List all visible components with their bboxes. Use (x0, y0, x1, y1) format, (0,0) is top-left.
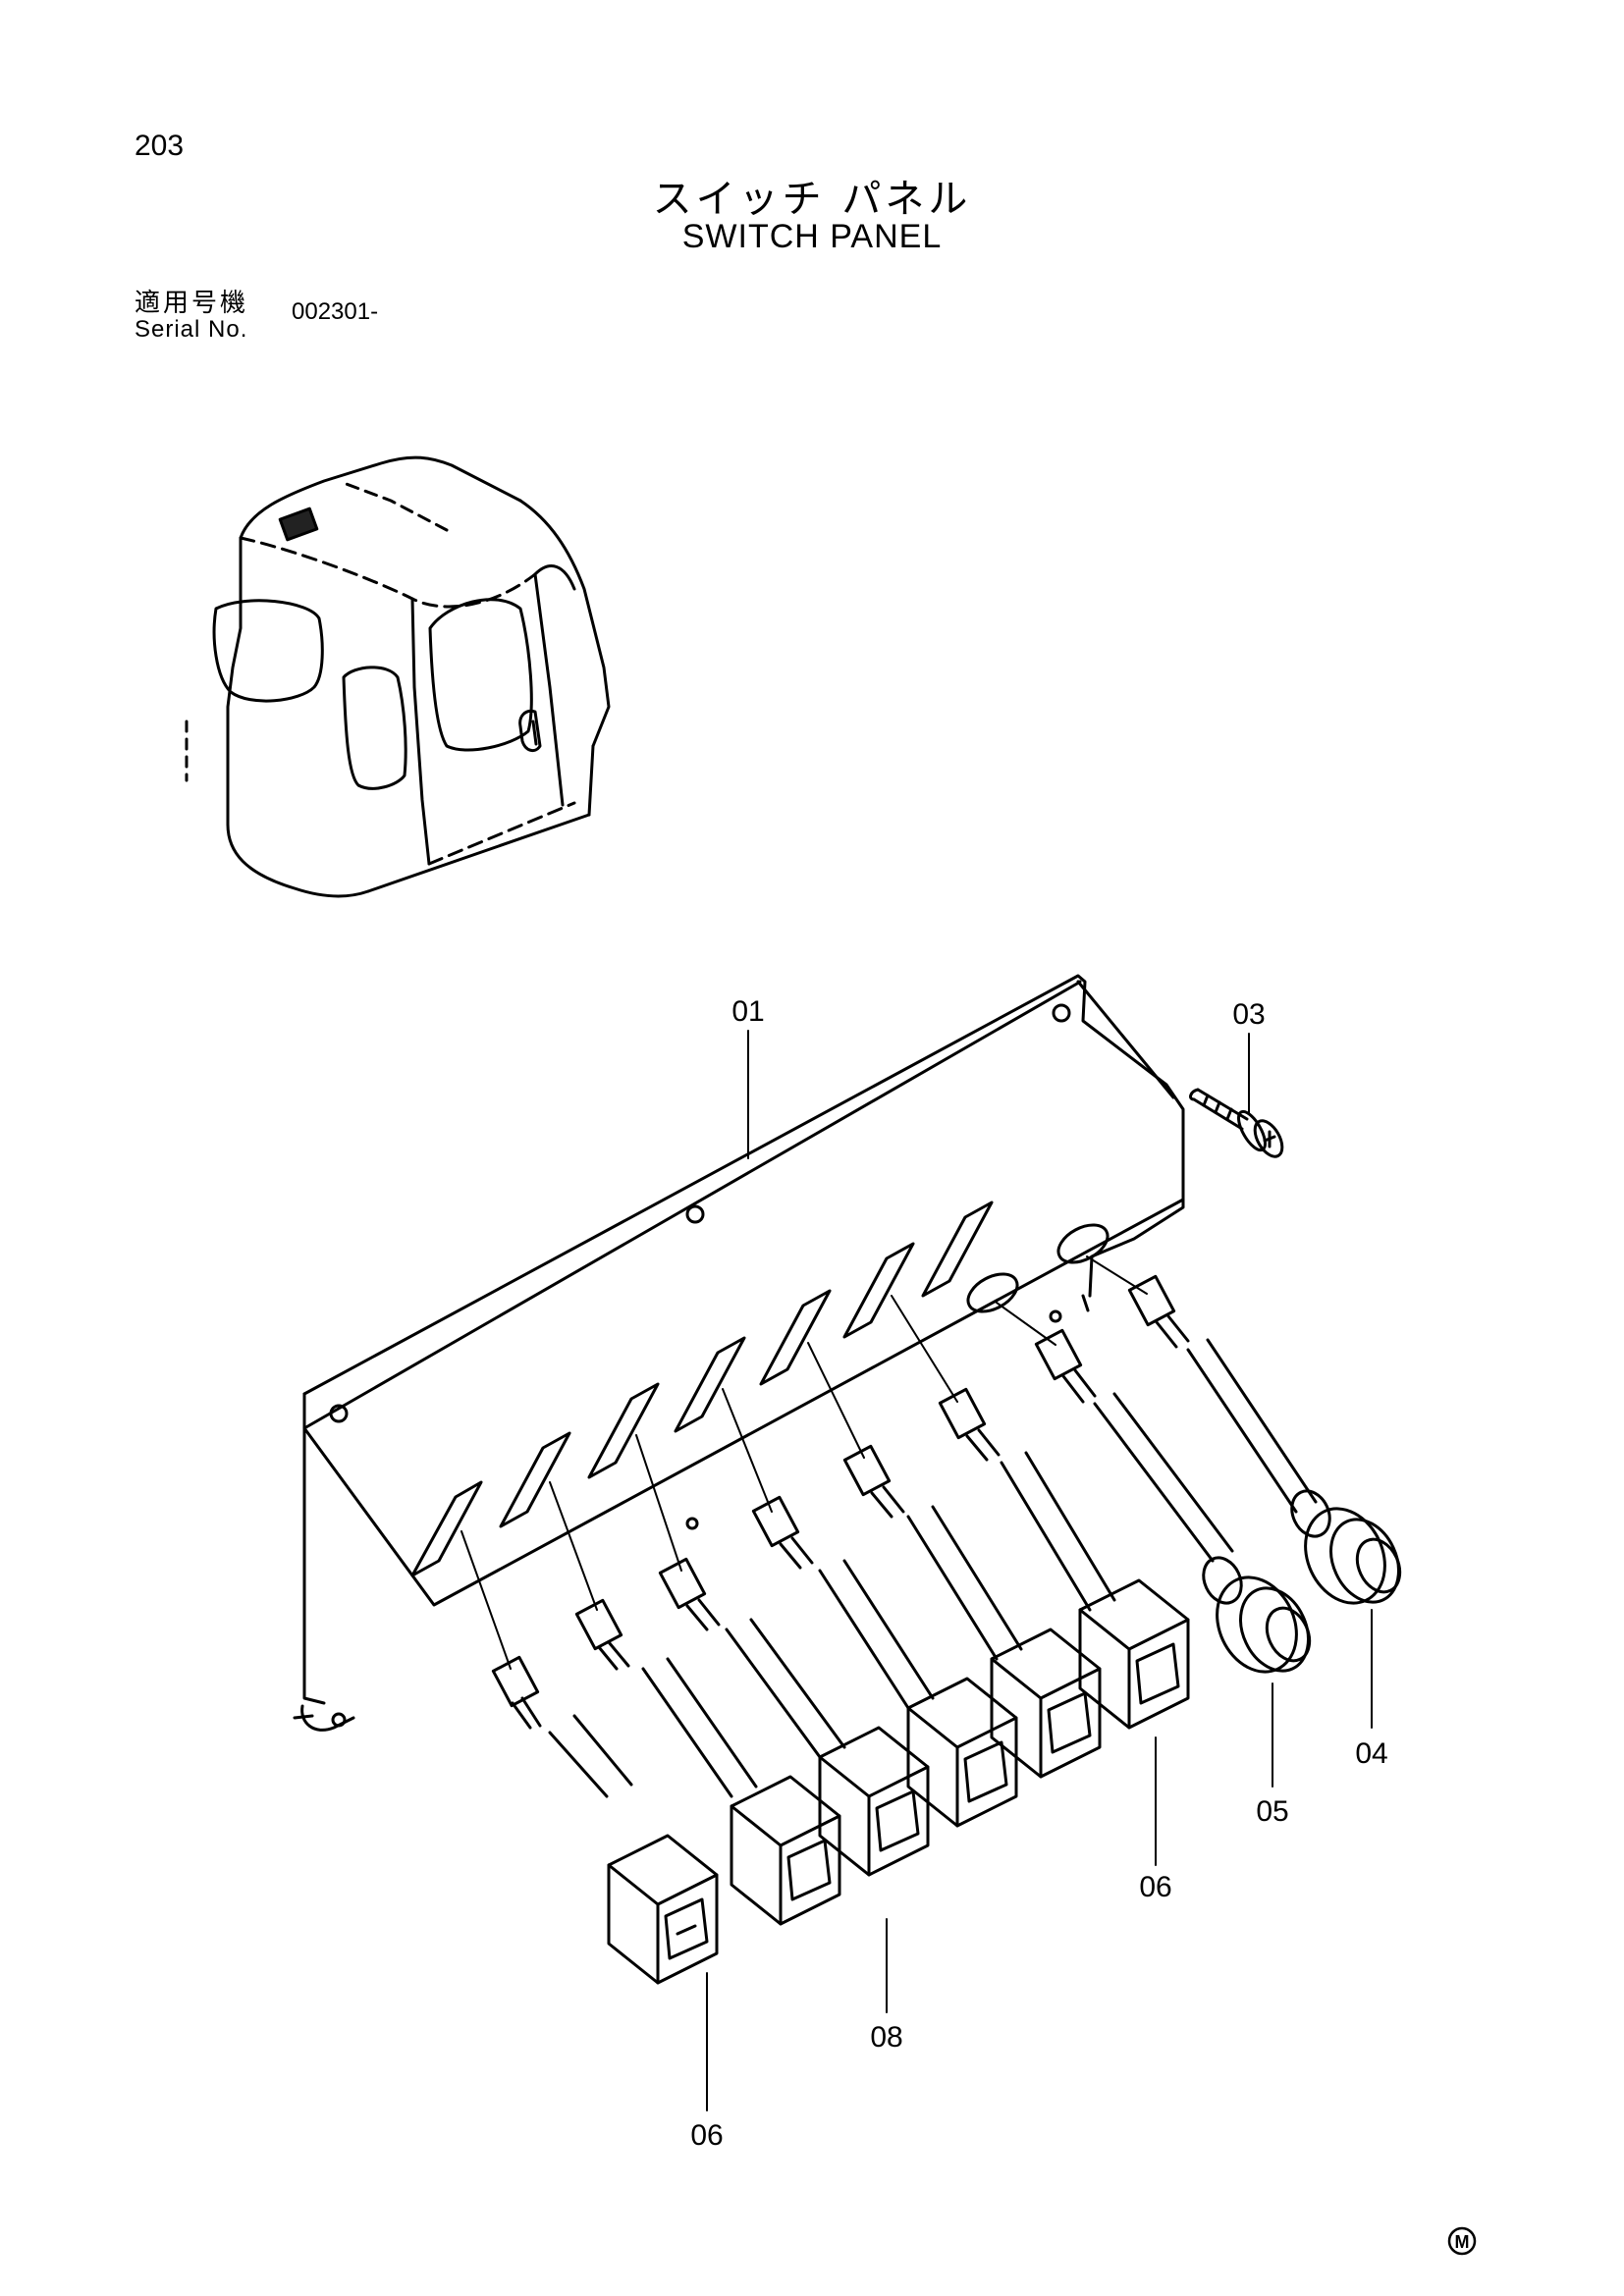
callout-05: 05 (1256, 1795, 1288, 1828)
wire-harnesses (460, 1255, 1318, 1798)
serial-label-japanese: 適用号機 (135, 289, 249, 318)
round-connectors (1202, 1489, 1402, 1674)
title-english: SWITCH PANEL (681, 218, 943, 255)
footer-mark: M (1447, 2226, 1477, 2256)
serial-label-english: Serial No. (135, 316, 248, 343)
cab-location-thumbnail (185, 455, 611, 898)
page-number: 203 (135, 130, 185, 162)
serial-value: 002301- (292, 298, 379, 325)
title-japanese: スイッチ パネル (652, 177, 972, 222)
callout-01: 01 (731, 995, 764, 1028)
footer-mark-letter: M (1455, 2232, 1470, 2252)
screw-part (1189, 1088, 1284, 1158)
callout-06-right: 06 (1139, 1871, 1171, 1903)
callout-04: 04 (1355, 1737, 1387, 1770)
callout-08: 08 (870, 2021, 902, 2054)
callout-03: 03 (1232, 998, 1265, 1031)
callout-leaders (706, 1030, 1373, 2111)
switch-panel-bracket (293, 974, 1185, 1732)
rocker-switches (607, 1578, 1190, 1985)
callout-06-left: 06 (690, 2119, 723, 2152)
